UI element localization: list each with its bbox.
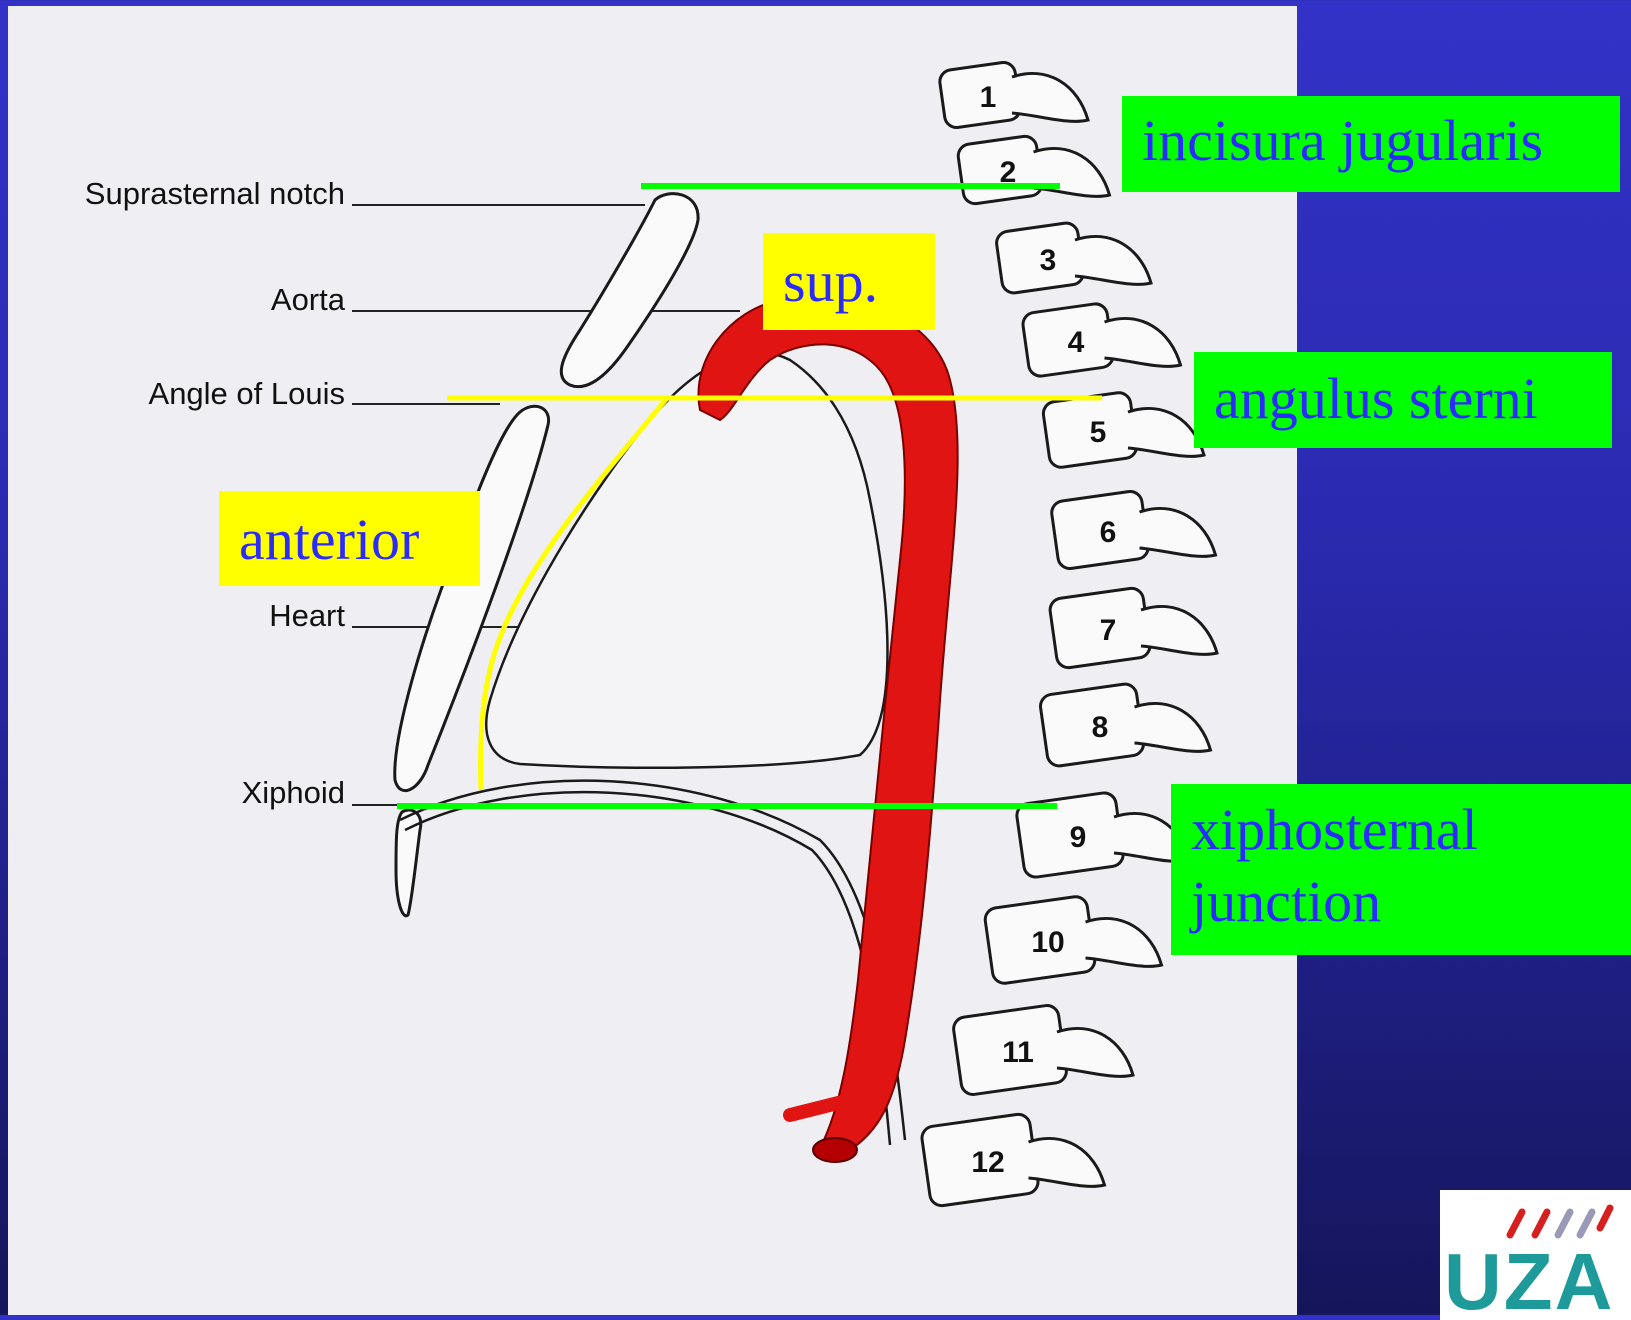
label-heart: Heart	[269, 600, 345, 631]
spinous-process-10	[1086, 919, 1162, 967]
incisura-jugularis-text: incisura jugularis	[1142, 108, 1543, 173]
spinous-process-8	[1135, 704, 1211, 752]
vertebra-number-10: 10	[1031, 926, 1064, 959]
spinous-process-2	[1034, 149, 1110, 197]
diaphragm-curve-1	[400, 781, 905, 1140]
vertebra-3: 3	[995, 222, 1151, 295]
vertebra-number-5: 5	[1090, 416, 1107, 449]
aorta-cut-end	[813, 1138, 857, 1162]
xiphosternal-junction-box: xiphosternal junction	[1171, 784, 1631, 955]
vertebra-number-1: 1	[980, 81, 997, 114]
vertebra-number-8: 8	[1092, 711, 1109, 744]
anterior-text: anterior	[239, 507, 419, 572]
xiphosternal-text-line2: junction	[1191, 866, 1631, 938]
spinous-process-3	[1075, 237, 1151, 285]
vertebra-5: 5	[1042, 391, 1204, 469]
spinous-process-12	[1029, 1139, 1105, 1187]
vertebra-7: 7	[1049, 587, 1217, 669]
vertebra-4: 4	[1021, 302, 1180, 377]
vertebra-number-12: 12	[971, 1146, 1004, 1179]
vertebra-2: 2	[957, 135, 1110, 205]
label-aorta: Aorta	[271, 284, 345, 315]
uza-logo: UZA	[1440, 1190, 1631, 1320]
vertebra-6: 6	[1050, 490, 1215, 570]
label-angle-of-louis: Angle of Louis	[149, 378, 345, 409]
vertebra-number-9: 9	[1070, 821, 1087, 854]
label-xiphoid: Xiphoid	[242, 777, 345, 808]
angulus-sterni-text: angulus sterni	[1214, 366, 1538, 431]
superior-box: sup.	[763, 233, 935, 330]
vertebra-number-7: 7	[1100, 614, 1117, 647]
spinous-process-7	[1141, 607, 1217, 655]
vertebra-10: 10	[984, 895, 1162, 985]
vertebra-number-6: 6	[1100, 516, 1117, 549]
incisura-jugularis-box: incisura jugularis	[1122, 96, 1620, 192]
vertebra-number-3: 3	[1040, 244, 1057, 277]
vertebra-11: 11	[952, 1004, 1133, 1096]
vertebra-1: 1	[938, 61, 1088, 129]
diaphragm-curve-2	[405, 792, 890, 1145]
anterior-box: anterior	[219, 491, 480, 586]
vertebra-number-4: 4	[1068, 326, 1085, 359]
xiphoid-process	[396, 810, 421, 916]
superior-text: sup.	[783, 249, 878, 314]
logo-text: UZA	[1444, 1242, 1614, 1320]
vertebra-8: 8	[1039, 683, 1211, 768]
xiphosternal-text-line1: xiphosternal	[1191, 794, 1631, 866]
spinous-process-11	[1057, 1029, 1133, 1077]
label-suprasternal-notch: Suprasternal notch	[85, 178, 345, 209]
spinous-process-1	[1012, 74, 1088, 122]
spinous-process-6	[1140, 509, 1216, 557]
angulus-sterni-box: angulus sterni	[1194, 352, 1612, 448]
manubrium	[561, 194, 698, 387]
spinous-process-5	[1128, 409, 1204, 457]
vertebra-12: 12	[920, 1113, 1104, 1207]
vertebra-number-11: 11	[1002, 1036, 1034, 1069]
spinous-process-4	[1105, 319, 1181, 367]
